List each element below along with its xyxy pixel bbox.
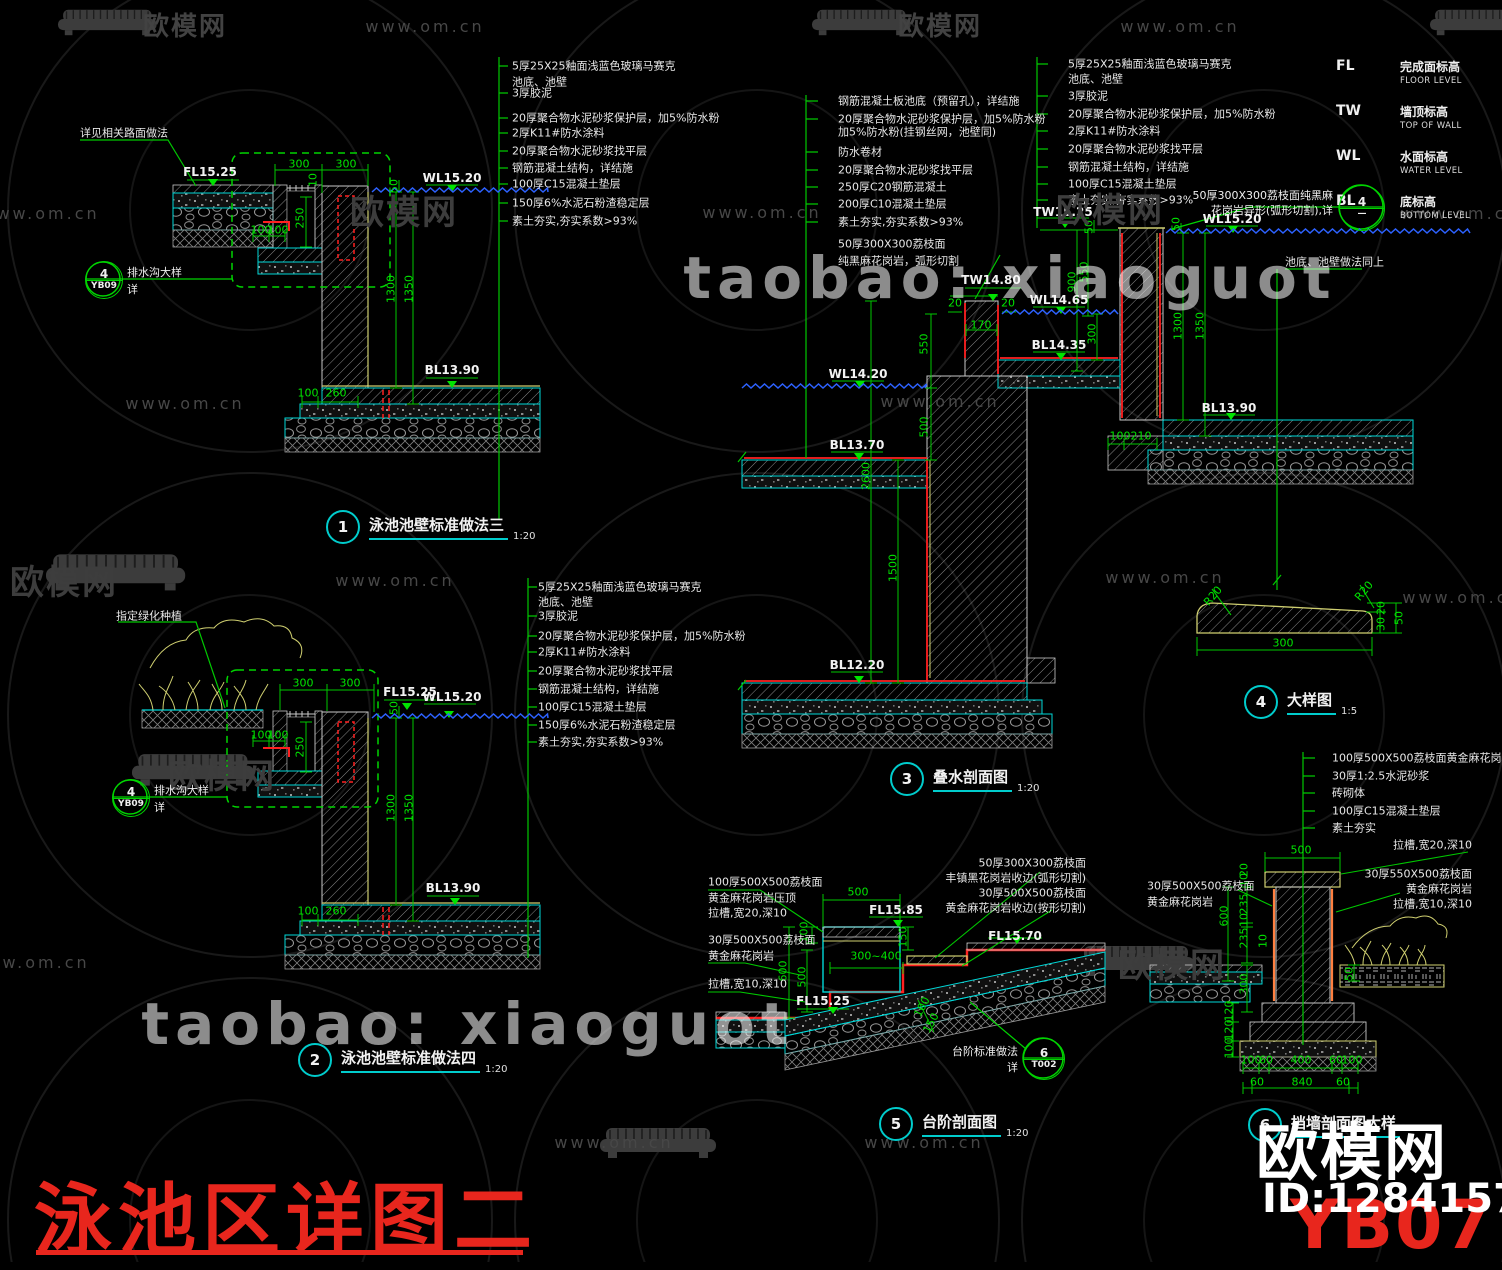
legend-row: FL 完成面标高 FLOOR LEVEL [1336, 58, 1470, 86]
detail-title-text: 泳池池壁标准做法三 [369, 514, 509, 540]
detail-title-text: 大样图 [1287, 689, 1337, 715]
callout-text: 50厚300X300荔枝面纯黑麻 [1192, 189, 1333, 202]
detail-title-text: 挡墙剖面图大样 [1291, 1112, 1401, 1138]
callout-text: 详 [127, 283, 138, 296]
water-lines [371, 186, 1471, 720]
callout-reference: YB09 [118, 799, 144, 810]
callout-reference: — [1357, 209, 1367, 220]
callout-step-standard: 6 T002 台阶标准做法 详 [952, 1038, 1065, 1080]
detail-2-linework [112, 578, 541, 970]
legend-en: WATER LEVEL [1400, 166, 1463, 176]
detail-title-2: 2 泳池池壁标准做法四 1:20 [298, 1043, 507, 1077]
legend-en: BOTTOM LEVEL [1400, 211, 1471, 221]
callout-text: 花岗岩异形(弧形切割),详 [1210, 204, 1333, 217]
legend-zh: 墙顶标高 [1400, 105, 1449, 119]
detail-scale: 1:20 [1017, 783, 1040, 794]
callout-circle: 4 — [1339, 185, 1385, 231]
callout-circle: 6 T002 [1023, 1038, 1065, 1080]
detail-scale: 1:20 [1006, 1128, 1029, 1139]
callout-drain-detail-2: 4 YB09 排水沟大样 详 [112, 779, 209, 817]
legend-code: FL [1336, 58, 1355, 74]
detail-number-circle: 4 [1244, 685, 1278, 719]
detail-number-circle: 6 [1248, 1108, 1282, 1142]
level-legend: FL 完成面标高 FLOOR LEVEL TW 墙顶标高 TOP OF WALL… [1336, 58, 1470, 238]
callout-stone-detail: 4 — 50厚300X300荔枝面纯黑麻 花岗岩异形(弧形切割),详 [1192, 185, 1385, 231]
detail-1-linework [80, 57, 541, 520]
detail-6-linework [1149, 752, 1469, 1094]
legend-en: TOP OF WALL [1400, 121, 1462, 131]
detail-scale: 1:20 [485, 1064, 508, 1075]
detail-title-5: 5 台阶剖面图 1:20 [879, 1107, 1028, 1141]
detail-title-6: 6 挡墙剖面图大样 [1248, 1108, 1405, 1142]
legend-en: FLOOR LEVEL [1400, 76, 1462, 86]
sheet-code: YB07 [1290, 1186, 1494, 1265]
callout-text: 排水沟大样 [154, 784, 209, 797]
callout-divider [86, 280, 122, 282]
detail-scale: 1:20 [513, 531, 536, 542]
detail-title-1: 1 泳池池壁标准做法三 1:20 [326, 510, 535, 544]
callout-number: 4 [99, 266, 109, 281]
detail-title-text: 泳池池壁标准做法四 [341, 1047, 481, 1073]
legend-zh: 完成面标高 [1400, 60, 1461, 74]
legend-row: WL 水面标高 WATER LEVEL [1336, 148, 1470, 176]
callout-divider [1340, 208, 1384, 210]
callout-reference: YB09 [91, 281, 117, 292]
callout-drain-detail-1: 4 YB09 排水沟大样 详 [85, 261, 182, 299]
callout-text: 详 [154, 801, 165, 814]
detail-title-3: 3 叠水剖面图 1:20 [890, 762, 1039, 796]
watermark-site-name: 欧模网 [1256, 1116, 1449, 1189]
detail-title-text: 台阶剖面图 [922, 1111, 1002, 1137]
watermark-site-id: ID:1284157 [1262, 1176, 1502, 1222]
callout-circle: 4 YB09 [85, 261, 123, 299]
detail-title-4: 4 大样图 1:5 [1244, 685, 1357, 719]
detail-number-circle: 1 [326, 510, 360, 544]
detail-4-linework [1196, 584, 1402, 656]
legend-row: TW 墙顶标高 TOP OF WALL [1336, 103, 1470, 131]
callout-text: 详 [1007, 1061, 1018, 1074]
detail-number-circle: 3 [890, 762, 924, 796]
callout-number: 4 [126, 784, 136, 799]
detail-3-linework [737, 57, 1414, 749]
callout-reference: T002 [1031, 1060, 1057, 1071]
detail-title-text: 叠水剖面图 [933, 766, 1013, 792]
callout-number: 4 [1357, 194, 1367, 209]
sheet-title-underline [36, 1250, 523, 1255]
callout-circle: 4 YB09 [112, 779, 150, 817]
callout-number: 6 [1039, 1045, 1049, 1060]
legend-code: TW [1336, 103, 1361, 119]
legend-zh: 水面标高 [1400, 150, 1449, 164]
callout-divider [113, 798, 149, 800]
callout-text: 排水沟大样 [127, 266, 182, 279]
callout-text: 台阶标准做法 [952, 1045, 1018, 1058]
callout-divider [1024, 1059, 1064, 1061]
legend-code: WL [1336, 148, 1361, 164]
detail-number-circle: 5 [879, 1107, 913, 1141]
detail-5-linework [708, 871, 1106, 1079]
detail-number-circle: 2 [298, 1043, 332, 1077]
detail-scale: 1:5 [1341, 706, 1358, 717]
legend-zh: 底标高 [1400, 195, 1437, 209]
